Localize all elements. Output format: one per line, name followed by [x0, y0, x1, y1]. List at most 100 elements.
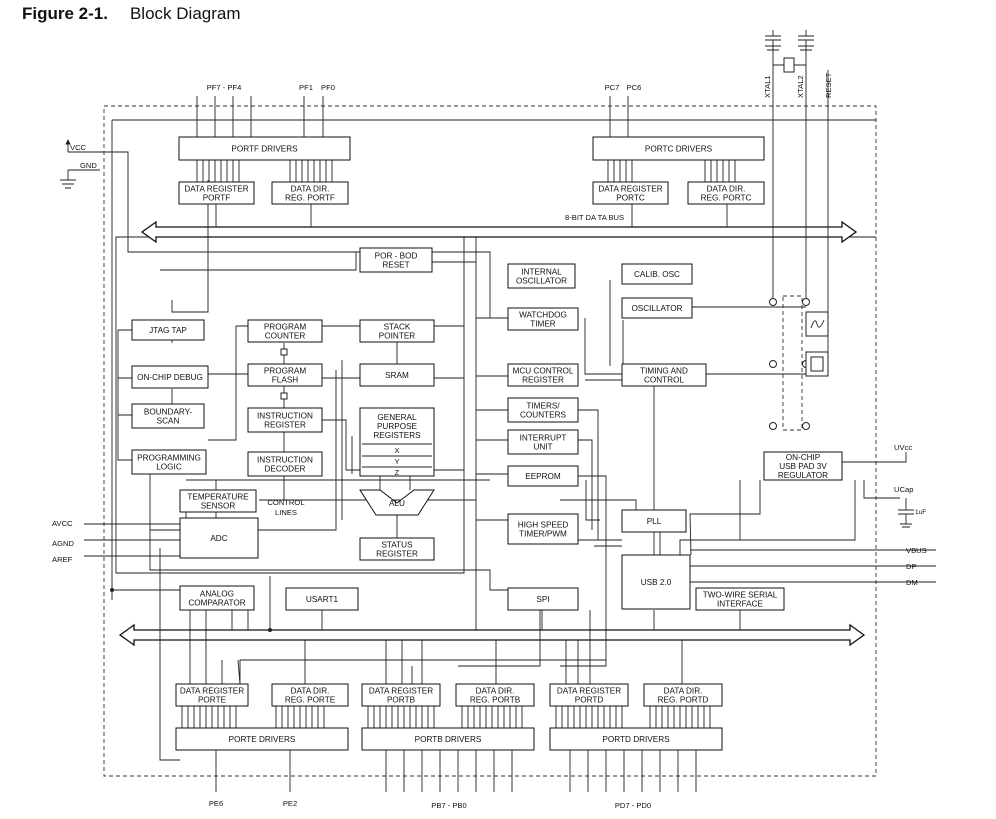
twi-label-2: INTERFACE	[717, 600, 763, 609]
program-flash-label-1: PROGRAM	[264, 367, 306, 376]
pin-vbus: VBUS	[906, 546, 927, 555]
mcu-control-label-1: MCU CONTROL	[513, 367, 574, 376]
usb-regulator-label-1: ON-CHIP	[786, 453, 821, 462]
instruction-decoder-box	[247, 451, 323, 477]
usb20-block: USB 2.0	[621, 554, 691, 610]
pin-dp: DP	[906, 562, 917, 571]
rc-oscillator-icon	[805, 351, 829, 377]
data-dir-portf-label-2: REG. PORTF	[285, 194, 335, 203]
boundary-scan-label-2: SCAN	[157, 417, 180, 426]
high-speed-timer-label-2: TIMER/PWM	[519, 530, 567, 539]
pin-dm: DM	[906, 578, 918, 587]
data-dir-portb-box	[455, 683, 535, 707]
data-reg-porte-label-1: DATA REGISTER	[180, 687, 244, 696]
data-dir-portc-label-1: DATA DIR.	[707, 185, 746, 194]
data-dir-portb-block: DATA DIR.REG. PORTB	[455, 683, 535, 707]
temperature-sensor-label-2: SENSOR	[201, 502, 236, 511]
jtag-tap-label-1: JTAG TAP	[149, 326, 187, 335]
data-bus-bottom	[118, 623, 866, 647]
adc-label-1: ADC	[210, 534, 227, 543]
data-reg-portc-label-1: DATA REGISTER	[598, 185, 662, 194]
porte-drivers-box	[175, 727, 349, 751]
usb-regulator-label-3: REGULATOR	[778, 471, 828, 480]
gp-registers-box	[359, 407, 435, 477]
data-dir-portf-box	[271, 181, 349, 205]
usart1-box	[285, 587, 359, 611]
porte-drivers-label-1: PORTE DRIVERS	[229, 735, 296, 744]
calib-osc-box	[621, 263, 693, 285]
usb20-label-1: USB 2.0	[641, 578, 672, 587]
usb20-box	[621, 554, 691, 610]
gp-register-x: X	[394, 446, 399, 455]
oscillator-block: OSCILLATOR	[621, 297, 693, 319]
high-speed-timer-box	[507, 513, 579, 545]
data-reg-portc-label-2: PORTC	[616, 194, 645, 203]
data-dir-portd-block: DATA DIR.REG. PORTD	[643, 683, 723, 707]
pin-vcc: VCC	[70, 143, 87, 152]
alu-shape	[359, 489, 435, 516]
boundary-scan-block: BOUNDARY-SCAN	[131, 403, 205, 429]
oscillator-box	[621, 297, 693, 319]
pin-labels: PF7 - PF4 PF1 PF0 PC7 PC6 VCC GND AVCC A…	[52, 72, 927, 810]
stack-pointer-label-2: POINTER	[379, 332, 415, 341]
eeprom-block: EEPROM	[507, 465, 579, 487]
programming-logic-box	[131, 449, 207, 475]
boundary-scan-box	[131, 403, 205, 429]
on-chip-debug-label-1: ON-CHIP DEBUG	[137, 373, 203, 382]
figure-title: Block Diagram	[129, 4, 241, 23]
crystal-symbol	[773, 57, 806, 73]
data-bus-top	[140, 220, 858, 244]
program-counter-label-2: COUNTER	[265, 332, 306, 341]
data-reg-portd-box	[549, 683, 629, 707]
portb-drivers-box	[361, 727, 535, 751]
pll-block: PLL	[621, 509, 687, 533]
data-dir-portf-block: DATA DIR.REG. PORTF	[271, 181, 349, 205]
on-chip-debug-box	[131, 365, 209, 389]
gp-registers-label-3: REGISTERS	[373, 431, 421, 440]
chip-outline	[103, 105, 877, 777]
figure-number: Figure 2-1.	[22, 4, 108, 23]
pin-pf7-pf4: PF7 - PF4	[207, 83, 242, 92]
calib-osc-block: CALIB. OSC	[621, 263, 693, 285]
pin-pb7-pb0: PB7 - PB0	[431, 801, 466, 810]
data-dir-portc-block: DATA DIR.REG. PORTC	[687, 181, 765, 205]
external-components	[60, 30, 914, 528]
adc-block: ADC	[179, 517, 259, 559]
portd-drivers-label-1: PORTD DRIVERS	[602, 735, 670, 744]
data-reg-portd-label-2: PORTD	[575, 696, 604, 705]
data-reg-porte-label-2: PORTE	[198, 696, 227, 705]
data-reg-porte-box	[175, 683, 249, 707]
usb-regulator-box	[763, 451, 843, 481]
jtag-tap-box	[131, 319, 205, 341]
timers-counters-block: TIMERS/COUNTERS	[507, 397, 579, 423]
on-chip-debug-block: ON-CHIP DEBUG	[131, 365, 209, 389]
data-dir-portb-label-1: DATA DIR.	[476, 687, 515, 696]
data-dir-porte-box	[271, 683, 349, 707]
oscillator-label-1: OSCILLATOR	[631, 304, 682, 313]
ground-symbol	[60, 169, 100, 189]
calib-osc-label-1: CALIB. OSC	[634, 270, 680, 279]
data-reg-portf-label-2: PORTF	[203, 194, 231, 203]
temperature-sensor-box	[179, 489, 257, 513]
pin-pf0: PF0	[321, 83, 335, 92]
watchdog-box	[507, 307, 579, 331]
data-reg-portf-box	[178, 181, 255, 205]
portf-drivers-box	[178, 136, 351, 161]
temperature-sensor-label-1: TEMPERATURE	[187, 493, 249, 502]
pin-agnd: AGND	[52, 539, 74, 548]
porte-drivers-block: PORTE DRIVERS	[175, 727, 349, 751]
timing-control-box	[621, 363, 707, 387]
pll-box	[621, 509, 687, 533]
program-counter-label-1: PROGRAM	[264, 323, 306, 332]
pin-cap-value: 1uF	[915, 509, 926, 516]
instruction-decoder-label-1: INSTRUCTION	[257, 456, 313, 465]
